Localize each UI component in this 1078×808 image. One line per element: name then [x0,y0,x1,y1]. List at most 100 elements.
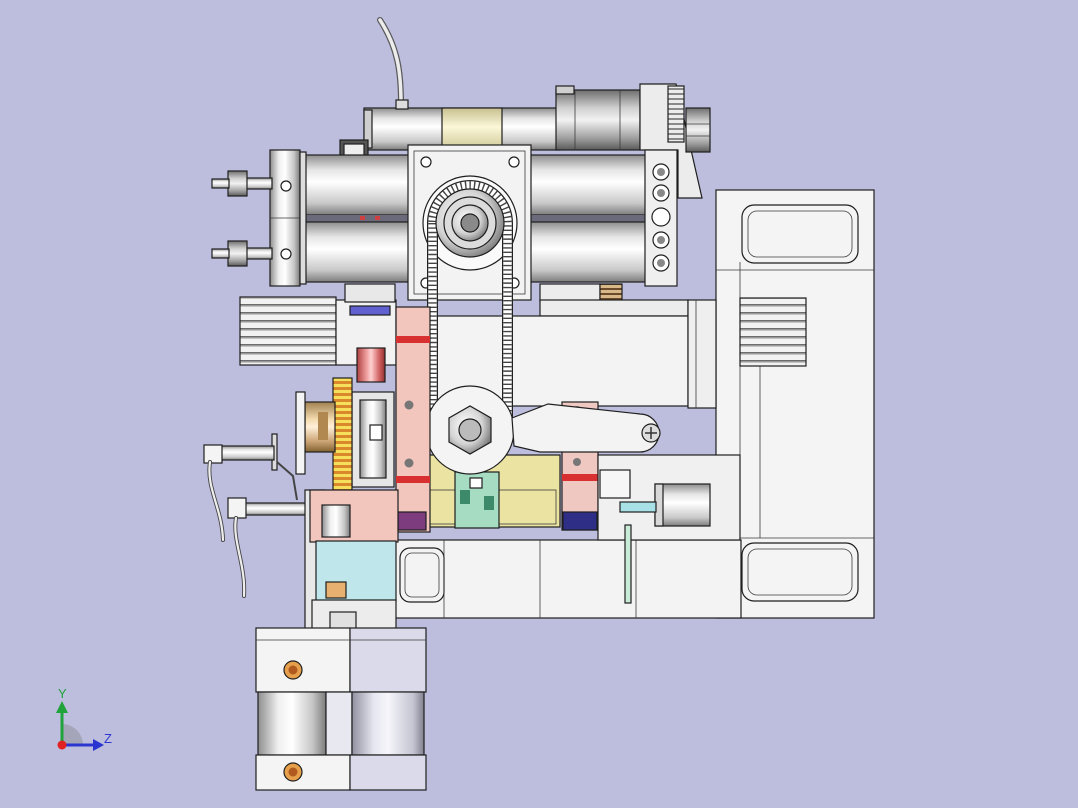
drive-link[interactable] [511,403,661,453]
axis-triad-icon: Y Z [56,686,112,751]
left-aluminum-block [239,296,337,366]
orange-fitting [325,581,347,599]
lower-pink-insert [321,504,351,538]
bottom-cylinder-head-left [255,627,351,693]
pulley-nut [685,107,711,153]
port-fitting-bore [657,189,665,197]
center-block-inner-edge [413,150,526,295]
pink-plate [395,306,431,533]
bottom-cylinder-end-left [255,754,351,791]
z-axis-label: Z [104,731,112,746]
port-fitting-bore [657,259,665,267]
bottom-cylinder-barrel-right [351,691,425,756]
bottom-cylinder-end-right [349,754,427,791]
y-axis-label: Y [58,686,67,701]
lower-left-stack[interactable] [304,489,399,631]
lower-rod-nut [227,240,248,267]
pink-plate-screw [404,458,414,468]
green-fitting-cap [469,477,483,489]
port-fitting [651,207,671,227]
right-frame-bottom-slot [741,542,859,602]
center-block-bolt [508,156,520,168]
sensor-wire-bracket [276,461,298,501]
port-fitting-bore [657,236,665,244]
x-axis-origin-dot [57,740,67,750]
right-frame-top-slot [741,204,859,264]
arm-end-block [687,299,717,409]
z-axis-arrow-head [93,739,104,751]
sensor-connector [227,497,247,519]
upper-rod-tip [211,178,230,189]
motor-band [441,107,503,151]
lower-pulley[interactable] [425,385,515,475]
timing-pulley [667,85,685,143]
right-guide-blue-foot [562,511,598,531]
red-cylinder [356,347,386,383]
motor-cable[interactable] [377,17,404,107]
green-fitting-detail [484,496,494,510]
side-gear-assembly[interactable] [295,377,395,497]
gearbox-block [555,89,641,151]
lower-pulley-bore [458,418,482,442]
rear-bracket [539,283,601,303]
right-frame[interactable] [715,189,875,619]
vertical-pipe [624,524,632,604]
blue-bar [349,305,391,316]
pink-plate-red-band [396,336,430,343]
top-pulley-bore [460,213,480,233]
sensor-cable-core [234,516,246,598]
pink-plate-purple-foot [397,511,427,531]
bottom-cylinder-head-right [349,627,427,693]
right-lower-mount [599,469,631,499]
gearbox-collar [555,85,575,95]
cyan-tube [619,501,657,513]
spur-gear [332,377,353,497]
arm-top-shelf [539,299,689,317]
bottom-cylinder-barrel-left [257,691,327,756]
right-aluminum-rail [739,297,807,367]
right-guide-red-band [562,474,598,481]
motor-connector [395,99,409,110]
flange-bolt [280,180,292,192]
lower-rod-tip [211,248,230,259]
left-guide-plate[interactable] [395,306,431,533]
base-plate[interactable] [394,539,742,619]
lower-piston-rod [245,247,273,260]
sensor-body [244,502,311,516]
spacer-block [344,283,396,303]
flange-ring [299,151,307,285]
upper-proximity-sensor[interactable] [203,433,298,542]
flange-bolt [280,248,292,260]
upper-piston-rod [245,177,273,190]
sensor-cable-core [208,460,225,542]
mount-hole-bottom-bore [288,767,298,777]
gap-marker [375,216,380,220]
clamp-key [369,424,383,441]
bottom-air-cylinder[interactable] [255,611,427,791]
port-fitting-bore [657,168,665,176]
brass-hub-detail [318,412,328,440]
right-guide-screw [573,458,581,466]
mount-hole-top-bore [288,665,298,675]
top-pulley-hub[interactable] [435,188,505,258]
triad-x-wedge [62,724,83,745]
right-lower-assembly[interactable] [597,454,741,604]
bottom-cylinder-rod-cap [329,611,357,631]
right-frame-bottom-slot-inner [747,548,853,596]
upper-rod-nut [227,170,248,197]
base-plate-body [394,539,742,619]
green-fitting-detail [460,490,470,504]
bottom-cylinder-tie [325,691,353,756]
under-cylinder-parts[interactable] [239,283,623,383]
hub-disc [295,391,306,475]
y-axis-arrow-head [56,701,68,713]
lower-proximity-sensor[interactable] [227,497,311,598]
base-plate-slot-inner [404,552,440,598]
gap-marker [360,216,365,220]
right-frame-top-slot-inner [747,210,853,258]
motor-cable-core [378,18,403,106]
center-block-bolt [420,156,432,168]
sensor-body [219,445,275,461]
sensor-connector [203,444,223,464]
